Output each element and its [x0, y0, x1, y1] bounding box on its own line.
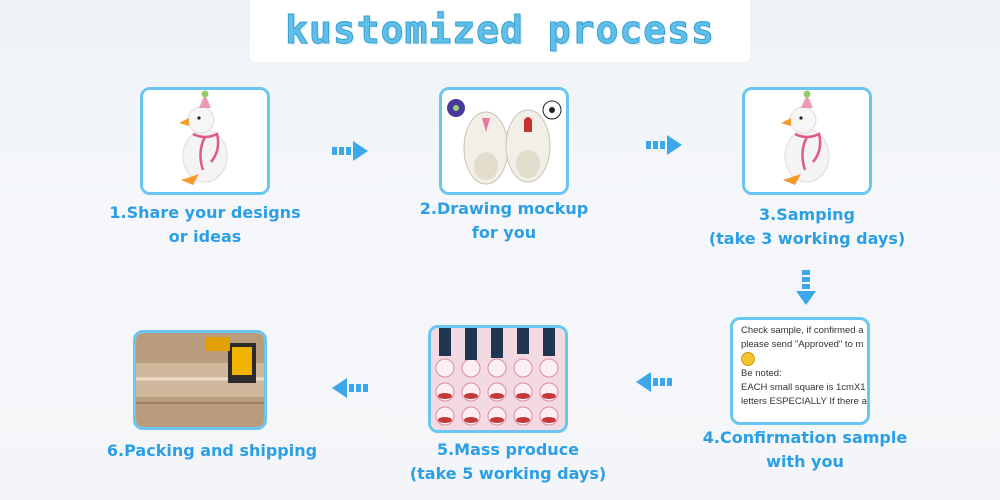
step-6-image — [133, 330, 267, 430]
step-5-image — [428, 325, 568, 433]
step-3-label: 3.Samping (take 3 working days) — [708, 205, 906, 248]
arrow-left-icon — [332, 378, 368, 398]
page-title: kustomized process — [285, 8, 715, 53]
confirmation-note: Check sample, if confirmed a please send… — [741, 325, 867, 407]
step-2-label: 2.Drawing mockup for you — [419, 199, 589, 242]
duck-charm-image — [143, 90, 267, 192]
clog-mockup-image — [442, 90, 566, 192]
smile-emoji-icon — [741, 352, 755, 366]
step-4-image: Check sample, if confirmed a please send… — [730, 317, 870, 425]
packing-image — [136, 333, 264, 427]
step-3-image — [742, 87, 872, 195]
duck-sample-image — [745, 90, 869, 192]
arrow-right-icon — [332, 141, 368, 161]
step-5-label: 5.Mass produce (take 5 working days) — [409, 440, 607, 483]
step-6-label: 6.Packing and shipping — [106, 441, 318, 460]
title-banner: kustomized process — [250, 0, 750, 62]
production-image — [431, 328, 565, 430]
step-1-image — [140, 87, 270, 195]
step-2-image — [439, 87, 569, 195]
step-4-label: 4.Confirmation sample with you — [702, 428, 908, 471]
arrow-left-icon — [636, 372, 672, 392]
arrow-right-icon — [646, 135, 682, 155]
step-1-label: 1.Share your designs or ideas — [109, 203, 301, 246]
arrow-down-icon — [796, 270, 816, 305]
